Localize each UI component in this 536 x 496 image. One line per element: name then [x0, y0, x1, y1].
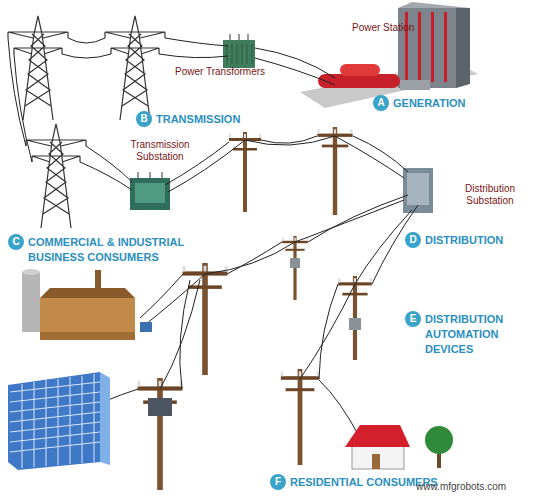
office-building: [8, 372, 110, 470]
wire: [300, 284, 355, 379]
section-heading: RESIDENTIAL CONSUMERS: [290, 474, 438, 490]
section-marker: DDISTRIBUTION: [405, 232, 503, 248]
wire: [335, 136, 408, 178]
wire: [108, 389, 138, 400]
building-side: [100, 372, 110, 465]
callout-letter: C: [8, 234, 24, 250]
wire: [205, 242, 295, 274]
section-heading: DISTRIBUTION: [425, 232, 503, 248]
tree-crown: [425, 426, 453, 454]
turbine: [340, 64, 380, 76]
factory-body: [40, 298, 135, 340]
tree: [425, 426, 453, 468]
generator: [400, 80, 430, 90]
section-heading: GENERATION: [393, 95, 466, 111]
callout-letter: E: [405, 311, 421, 327]
stripe: [444, 12, 447, 82]
transmission-tower: [8, 16, 68, 120]
wire: [159, 38, 228, 58]
building-side: [456, 8, 470, 88]
silo: [22, 272, 40, 332]
wire: [160, 280, 200, 389]
window-grid: [10, 374, 100, 468]
callout-letter: A: [373, 95, 389, 111]
watermark: www.mfgrobots.com: [416, 481, 506, 493]
section-marker: FRESIDENTIAL CONSUMERS: [270, 474, 438, 490]
bushings: [230, 34, 248, 40]
factory: [22, 269, 152, 340]
substation-body: [130, 178, 170, 210]
wire: [295, 195, 408, 242]
house: [345, 425, 410, 469]
building: [398, 8, 456, 88]
section-heading: COMMERCIAL & INDUSTRIAL BUSINESS CONSUME…: [28, 234, 208, 265]
automation-device: [349, 318, 361, 330]
wire: [255, 48, 335, 85]
section-marker: CCOMMERCIAL & INDUSTRIAL BUSINESS CONSUM…: [8, 234, 208, 265]
bushings: [138, 172, 162, 178]
section-marker: BTRANSMISSION: [136, 111, 240, 127]
meter-box: [140, 322, 152, 332]
power-transformers: [223, 34, 255, 68]
factory-base: [40, 332, 135, 340]
callout-letter: D: [405, 232, 421, 248]
part-label: Power Transformers: [175, 66, 265, 78]
building-front: [8, 372, 100, 470]
utility-pole: [282, 236, 308, 300]
transmission-substation: [130, 172, 170, 210]
factory-roof: [40, 288, 135, 298]
wire: [319, 380, 360, 438]
part-label: Transmission Substation: [120, 139, 200, 163]
utility-pole: [338, 276, 372, 360]
substation-panel: [135, 183, 165, 203]
transformer-body: [223, 40, 255, 68]
wire: [80, 146, 132, 190]
distribution-substation: [403, 168, 433, 213]
substation-body: [403, 168, 433, 213]
pole-transformer: [148, 398, 172, 416]
building-roof: [398, 2, 470, 8]
callout-letter: B: [136, 111, 152, 127]
wire: [8, 38, 32, 162]
callout-letter: F: [270, 474, 286, 490]
transmission-tower: [105, 16, 165, 120]
utility-pole: [229, 132, 261, 212]
part-label: Power Station: [352, 22, 414, 34]
house-door: [372, 454, 380, 469]
transformer-fins: [227, 44, 252, 64]
automation-device: [290, 258, 300, 268]
section-marker: AGENERATION: [373, 95, 466, 111]
utility-pole: [281, 369, 319, 465]
part-label: Distribution Substation: [450, 183, 530, 207]
stripe: [418, 12, 421, 82]
house-walls: [352, 445, 404, 469]
transmission-tower: [26, 124, 86, 228]
section-marker: EDISTRIBUTION AUTOMATION DEVICES: [405, 311, 525, 357]
wire: [245, 136, 335, 145]
silo-top: [22, 269, 40, 275]
section-heading: TRANSMISSION: [156, 111, 240, 127]
house-roof: [345, 425, 410, 447]
wire: [62, 38, 111, 58]
power-station: [300, 2, 478, 108]
substation-panel: [407, 173, 429, 205]
utility-pole: [138, 378, 183, 490]
section-heading: DISTRIBUTION AUTOMATION DEVICES: [425, 311, 525, 357]
turbine: [318, 74, 400, 88]
stripe: [431, 12, 434, 82]
